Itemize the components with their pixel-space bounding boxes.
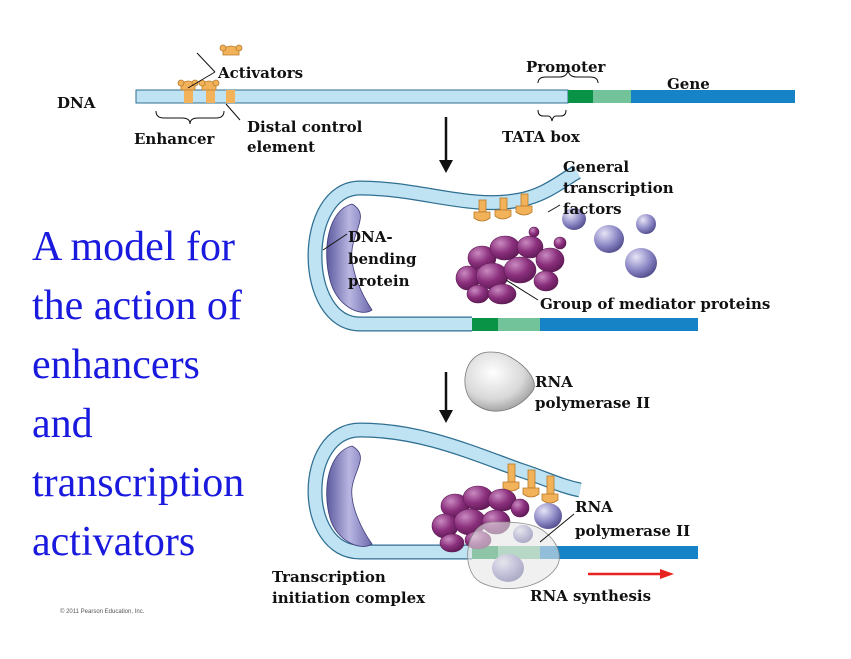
rna-polymerase-bound — [467, 521, 560, 589]
enhancer-brace — [155, 110, 225, 125]
enhancer-element — [206, 90, 215, 103]
gtf-protein — [594, 225, 624, 253]
activator-icon — [541, 475, 559, 504]
distal-control-label-1: Distal control — [247, 118, 363, 136]
gene-segment — [540, 546, 698, 559]
activator-icon — [515, 193, 533, 216]
panel-initiation-complex: RNA polymerase II Transcription initiati… — [272, 422, 698, 607]
leader-line — [225, 103, 241, 121]
panel-linear-dna: DNA Activators Enhancer Distal control e… — [57, 44, 795, 156]
leader-line — [539, 513, 575, 543]
gene-segment — [540, 318, 698, 331]
dna-bending-label-2: bending — [348, 250, 417, 268]
gene-label: Gene — [667, 75, 710, 93]
dna-strand — [135, 89, 569, 104]
title-line-4: and — [32, 401, 93, 447]
activator-icon — [198, 79, 220, 91]
dna-bending-label-1: DNA- — [348, 228, 393, 246]
title-line-6: activators — [32, 519, 196, 565]
tata-box-segment — [568, 90, 593, 103]
gene-segment — [631, 90, 795, 103]
activator-icon — [522, 469, 540, 498]
tic-label-2: initiation complex — [272, 589, 426, 607]
rna-pol-b-label-1: RNA — [575, 498, 613, 516]
promoter-segment — [593, 90, 631, 103]
mediator-complex — [455, 226, 567, 305]
rna-synthesis-label: RNA synthesis — [530, 587, 651, 605]
dna-bending-label-3: protein — [348, 272, 410, 290]
rna-synthesis-arrow-icon — [588, 569, 674, 579]
title-line-1: A model for — [32, 224, 235, 270]
activators-label: Activators — [217, 64, 303, 82]
leader-line — [187, 71, 216, 89]
gtf-protein — [534, 503, 562, 529]
activator-icon — [177, 79, 199, 91]
leader-line — [505, 279, 539, 301]
title-line-2: the action of — [32, 283, 242, 329]
title-line-3: enhancers — [32, 342, 200, 388]
tata-box-brace — [537, 109, 567, 122]
gtf-protein — [625, 248, 657, 278]
gtf-protein — [562, 208, 586, 230]
rna-pol-label-1: RNA — [535, 373, 573, 391]
dna-bending-protein — [326, 203, 373, 313]
panel-looped-dna: General transcription factors DNA- bendi… — [307, 158, 770, 332]
gtf-label-2: transcription — [563, 179, 674, 197]
dna-bending-protein — [326, 445, 373, 547]
gtf-protein — [636, 214, 656, 234]
activator-icon — [502, 463, 520, 492]
leader-line — [547, 204, 561, 213]
activator-icon — [494, 197, 512, 220]
tata-box-segment — [472, 318, 498, 331]
activator-icon — [219, 44, 243, 56]
distal-control-label-2: element — [247, 138, 315, 156]
title-line-5: transcription — [32, 460, 245, 506]
rna-polymerase-free: RNA polymerase II — [464, 351, 650, 412]
dna-label: DNA — [57, 94, 96, 112]
promoter-label: Promoter — [526, 58, 607, 76]
gtf-label-1: General — [563, 158, 629, 176]
rna-pol-label-2: polymerase II — [535, 394, 650, 412]
enhancer-label: Enhancer — [134, 130, 216, 148]
activator-icon — [473, 199, 491, 222]
leader-line — [322, 233, 348, 251]
tic-label-1: Transcription — [272, 568, 386, 586]
tata-box-label: TATA box — [502, 128, 581, 146]
down-arrow-icon — [439, 372, 453, 423]
promoter-brace — [537, 69, 599, 84]
down-arrow-icon — [439, 117, 453, 173]
enhancer-element — [184, 90, 193, 103]
gtf-label-3: factors — [563, 200, 622, 218]
dna-loop-fill — [308, 166, 581, 331]
promoter-segment — [498, 318, 540, 331]
copyright-notice: © 2011 Pearson Education, Inc. — [60, 608, 145, 615]
enhancer-element — [226, 90, 235, 103]
leader-line — [196, 52, 216, 73]
mediator-label: Group of mediator proteins — [540, 295, 770, 313]
slide-title: A model for the action of enhancers and … — [32, 218, 307, 572]
rna-pol-b-label-2: polymerase II — [575, 522, 690, 540]
